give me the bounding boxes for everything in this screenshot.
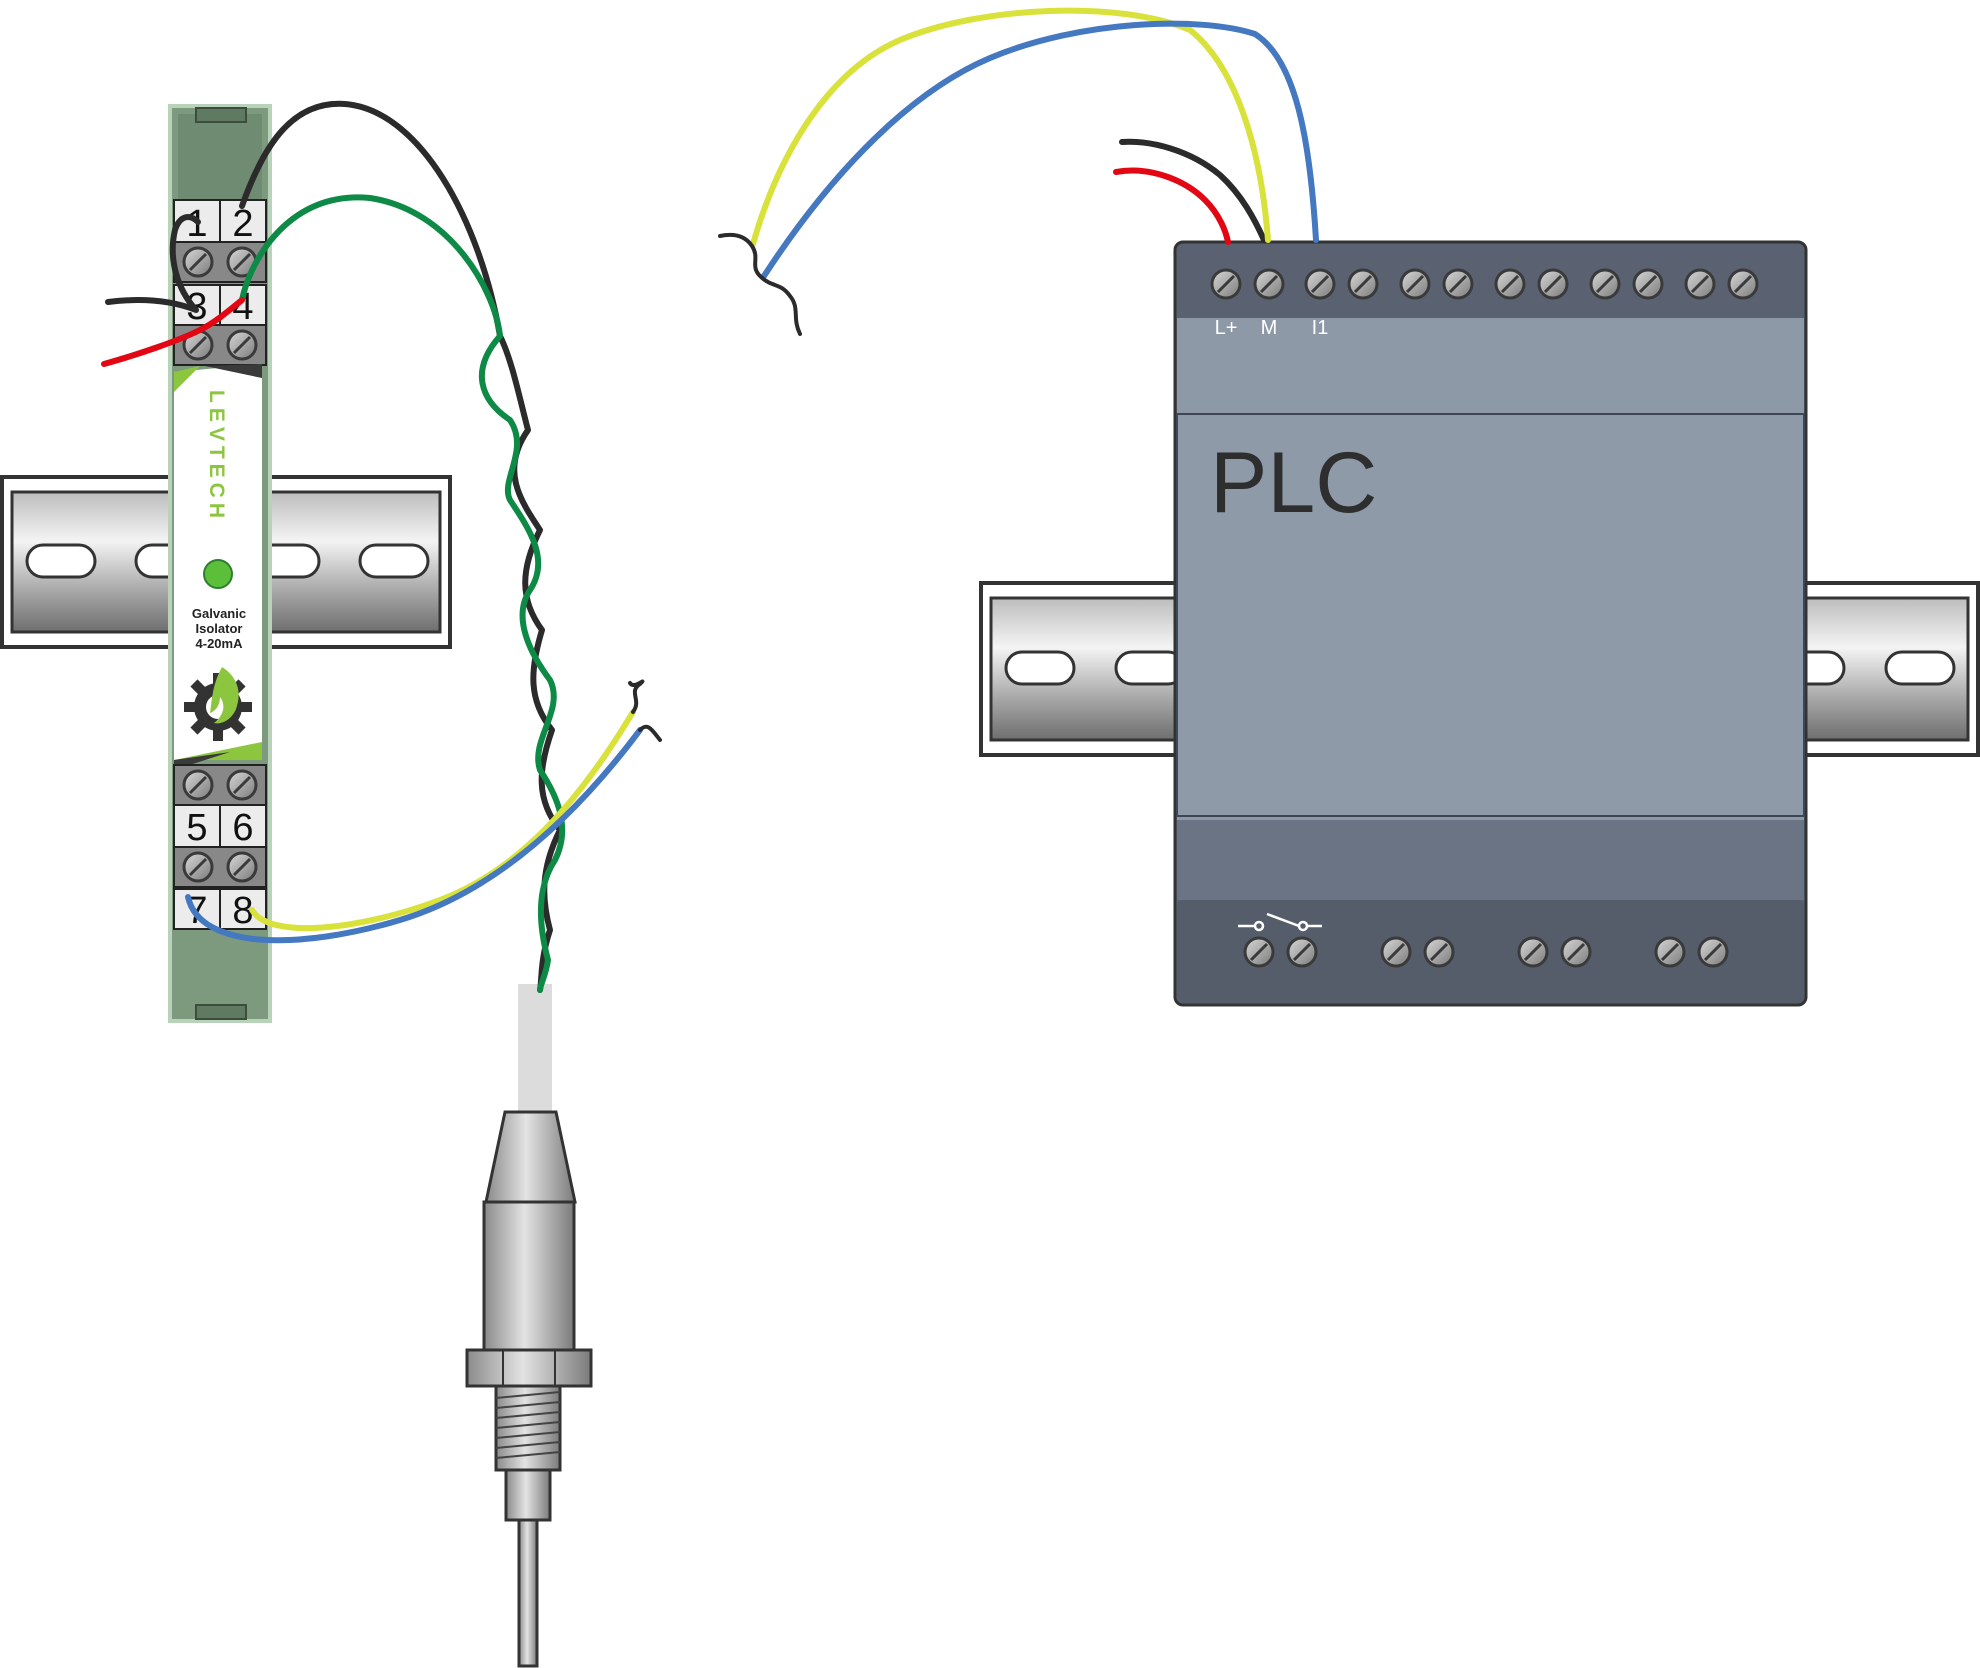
terminal-block-bottom: 5 6 7 8 — [173, 764, 267, 932]
wire-black-probe — [239, 100, 563, 993]
plc-screw — [1423, 936, 1455, 968]
terminal-block-top: 1 2 3 4 — [173, 199, 267, 366]
plc-screw-i1 — [1304, 268, 1336, 300]
plc-screw — [1589, 268, 1621, 300]
screw-4 — [226, 329, 258, 361]
screw-7 — [182, 851, 214, 883]
gear-flame-logo-icon — [184, 667, 252, 741]
wire-yellow-isolator — [249, 709, 636, 932]
terminal-8: 8 — [232, 890, 253, 932]
wire-cut-end — [638, 724, 662, 742]
plc-title: PLC — [1210, 435, 1377, 531]
screw-8 — [226, 851, 258, 883]
plc-label-m: M — [1261, 317, 1278, 339]
rail-slot — [25, 543, 97, 579]
plc-screw — [1632, 268, 1664, 300]
plc-screw — [1654, 936, 1686, 968]
rail-slot — [1004, 650, 1076, 686]
screw-6 — [226, 769, 258, 801]
plc-screw — [1380, 936, 1412, 968]
plc-screw-lplus — [1210, 268, 1242, 300]
label-line1: Galvanic — [192, 606, 246, 621]
screw-5 — [182, 769, 214, 801]
plc-screw — [1727, 268, 1759, 300]
label-line3: 4-20mA — [196, 636, 244, 651]
plc-screw — [1399, 268, 1431, 300]
wire-yellow-plc — [750, 7, 1271, 247]
plc-label-i1: I1 — [1312, 317, 1329, 339]
status-led — [203, 559, 233, 589]
wire-black-supply — [105, 214, 201, 313]
wire-blue-isolator — [185, 727, 643, 944]
plc-label-lplus: L+ — [1215, 317, 1238, 339]
brand-name: LEVTECH — [205, 390, 228, 523]
plc-screw — [1517, 936, 1549, 968]
wire-green-probe — [239, 194, 566, 993]
wire-cut-end — [628, 679, 645, 714]
wire-red-supply — [101, 297, 245, 367]
galvanic-isolator: 1 2 3 4 LEVTECH Galvanic Isolator 4-20mA — [168, 104, 272, 1023]
plc-screw — [1537, 268, 1569, 300]
screw-1 — [182, 246, 214, 278]
plc-screw — [1442, 268, 1474, 300]
terminal-6: 6 — [232, 807, 253, 849]
plc-screw — [1494, 268, 1526, 300]
rail-slot — [1884, 650, 1956, 686]
terminal-4: 4 — [232, 286, 253, 328]
plc-screw — [1347, 268, 1379, 300]
plc-screw — [1286, 936, 1318, 968]
plc-screw — [1243, 936, 1275, 968]
wire-red-plc-supply — [1113, 167, 1231, 245]
wire-cut-end — [718, 233, 802, 336]
wire-black-plc-supply — [1119, 138, 1267, 243]
temperature-probe — [465, 984, 593, 1668]
probe-thread — [495, 1391, 561, 1459]
relay-switch-icon — [1238, 912, 1322, 932]
terminal-5: 5 — [186, 807, 207, 849]
wire-blue-plc — [761, 20, 1319, 279]
rail-slot — [358, 543, 430, 579]
terminal-2: 2 — [232, 203, 253, 245]
plc-unit: L+ M I1 PLC — [1173, 240, 1808, 1007]
plc-screw — [1560, 936, 1592, 968]
plc-screw — [1697, 936, 1729, 968]
wires — [101, 7, 1319, 993]
label-line2: Isolator — [196, 621, 243, 636]
plc-screw-m — [1253, 268, 1285, 300]
plc-screw — [1684, 268, 1716, 300]
